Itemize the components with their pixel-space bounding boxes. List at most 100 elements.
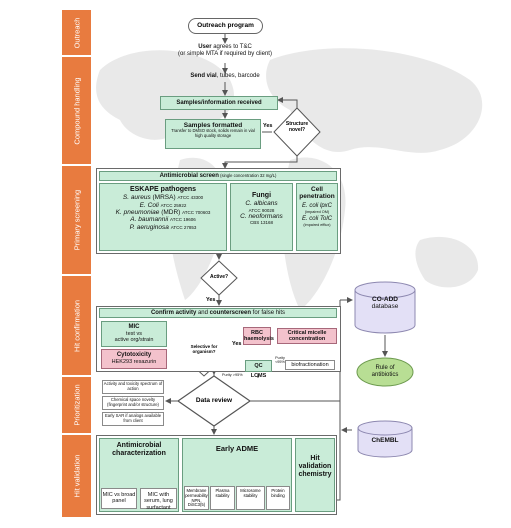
active-yes-label: Yes <box>206 297 216 303</box>
active-label: Active? <box>209 274 229 280</box>
chembl-database-shape <box>357 420 413 458</box>
organism-name: S. aureus <box>122 194 151 202</box>
cytotoxicity-node: Cytotoxicity HEK293 resazurin <box>101 349 167 369</box>
hit-title: Hit validation chemistry <box>298 455 332 479</box>
formatted-title: Samples formatted <box>183 122 243 129</box>
lane-outreach: Outreach <box>62 10 91 57</box>
lane-label: Outreach <box>72 17 81 48</box>
formatted-note2: high quality storage <box>194 133 232 139</box>
organism-name: K. pneumoniae <box>115 208 160 216</box>
coadd-database-shape <box>354 281 416 334</box>
structure-novel-label: Structure novel? <box>285 121 309 133</box>
cell-title: Cell penetration <box>299 186 335 201</box>
selective-yes-label: Yes <box>232 341 242 347</box>
purity-low-line2: <95% <box>275 360 285 365</box>
eskape-item: A. baumannii ATCC 19606 <box>100 216 226 223</box>
mic-broad-panel-node: MIC vs broad panel <box>101 488 137 509</box>
lane-prioritization: Prioritization <box>62 377 91 435</box>
send-rest: , tubes, barcode <box>216 73 260 79</box>
atcc-code: ATCC 43300 <box>177 195 204 201</box>
priority-item-1: Activity and toxicity spectrum of action <box>102 380 164 394</box>
agree-rest: agrees to T&C <box>211 44 252 50</box>
confirm-title-b: and <box>196 310 210 316</box>
screen-title: Antimicrobial screen <box>159 173 219 179</box>
coadd-line1: CO-ADD <box>372 296 398 303</box>
fungi-title: Fungi <box>251 192 272 199</box>
fungus-name: C. albicans <box>245 200 278 208</box>
lane-label: Primary screening <box>72 189 81 251</box>
rule-of-antibiotics-shape <box>356 357 414 387</box>
coadd-line2: database <box>371 303 399 311</box>
fungus-name: C. neoformans <box>240 212 283 220</box>
mic-line1: test vs <box>126 330 142 337</box>
lane-primary-screening: Primary screening <box>62 166 91 276</box>
priority-item-2: Chemical space novelty (fingerprint and/… <box>102 396 164 410</box>
rule-label: Rule of antibiotics <box>360 365 410 379</box>
formatted-note1: Transfer to DMSO stock, solids remain in… <box>171 128 255 134</box>
biofractionation-node: biofractionation <box>285 360 335 370</box>
samples-received-node: Samples/information received <box>160 96 278 110</box>
mic-node: MIC test vs active org/strain <box>101 321 167 347</box>
chembl-label: ChEMBL <box>371 437 399 444</box>
eskape-item: P. aeruginosa ATCC 27853 <box>100 224 226 231</box>
rule-line1: Rule of <box>375 365 395 371</box>
mic-line2: active org/strain <box>114 337 154 344</box>
samples-formatted-node: Samples formatted Transfer to DMSO stock… <box>165 119 261 149</box>
rbc-line1: RBC <box>251 330 263 336</box>
data-review-label: Data review <box>195 397 233 404</box>
confirm-title-a: Confirm activity <box>150 310 197 316</box>
adme-item: Microsome stability <box>236 486 265 510</box>
atcc-code: ATCC 19606 <box>170 217 196 223</box>
cell-note: (impaired OM) <box>304 209 330 214</box>
organism-name: A. baumannii <box>130 216 169 224</box>
purity-high-label: Purity >95% <box>222 373 243 377</box>
user-agrees-node: User agrees to T&C (or simple MTA if req… <box>150 44 300 64</box>
adme-title: Early ADME <box>215 444 259 453</box>
organism-name: P. aeruginosa <box>129 223 169 231</box>
atcc-code: ATCC 90028 <box>248 207 275 213</box>
coadd-label: CO-ADD database <box>356 296 414 311</box>
atcc-code: ATCC 27853 <box>170 224 197 230</box>
lane-hit-confirmation: Hit confirmation <box>62 276 91 377</box>
confirm-header: Confirm activity and counterscreen for f… <box>99 308 337 318</box>
antimicrobial-screen-header: Antimicrobial screen (single concentrati… <box>99 171 337 181</box>
purity-low-line1: Purity <box>275 356 285 360</box>
hit-validation-chemistry-node: Hit validation chemistry <box>295 438 335 512</box>
cmc-node: Critical micelle concentration <box>277 328 337 344</box>
organism-extra: (MRSA) <box>150 194 178 202</box>
send-vial-node: Send vial, tubes, barcode <box>170 73 280 83</box>
adme-item: Protein binding <box>266 486 290 510</box>
eskape-item: K. pneumoniae (MDR) ATCC 700603 <box>100 209 226 216</box>
agree-line2: (or simple MTA if required by client) <box>178 50 272 57</box>
cmc-line2: concentration <box>288 336 326 343</box>
cyto-sub: HEK293 resazurin <box>111 358 157 365</box>
cell-note: (impaired efflux) <box>303 223 331 228</box>
rbc-line2: haemolysis <box>244 336 274 343</box>
screen-note: (single concentration 32 mg/L) <box>218 173 277 178</box>
eskape-panel: ESKAPE pathogens S. aureus (MRSA) ATCC 4… <box>99 183 227 251</box>
send-bold: Send vial <box>190 73 217 79</box>
novel-yes-label: Yes <box>263 123 273 129</box>
confirm-title-d: for false hits <box>251 310 286 316</box>
lane-label: Hit confirmation <box>72 299 81 352</box>
organism-name: E. Coli <box>139 201 159 209</box>
adme-item: Plasma stability <box>210 486 235 510</box>
eskape-item: S. aureus (MRSA) ATCC 43300 <box>100 194 226 201</box>
selective-label: Selective for organism? <box>190 344 218 354</box>
qc-lcms-node: QC LCMS <box>245 360 272 379</box>
cmc-line1: Critical micelle <box>287 330 327 336</box>
rbc-node: RBC haemolysis <box>243 327 274 345</box>
agree-bold: User <box>198 44 212 50</box>
amc-title: Antimicrobial characterization <box>112 442 166 458</box>
mic-title: MIC <box>128 324 140 330</box>
lane-hit-validation: Hit validation <box>62 435 91 519</box>
purity-low-label: Purity <95% <box>273 356 287 365</box>
cell-list: E. coli lpxC(impaired OM)E. coli TolC(im… <box>297 203 337 228</box>
mic-serum-node: MIC with serum, lung surfactant <box>140 488 177 511</box>
confirm-title-c: counterscreen <box>209 310 252 316</box>
cell-strain: E. coli TolC <box>301 216 333 223</box>
